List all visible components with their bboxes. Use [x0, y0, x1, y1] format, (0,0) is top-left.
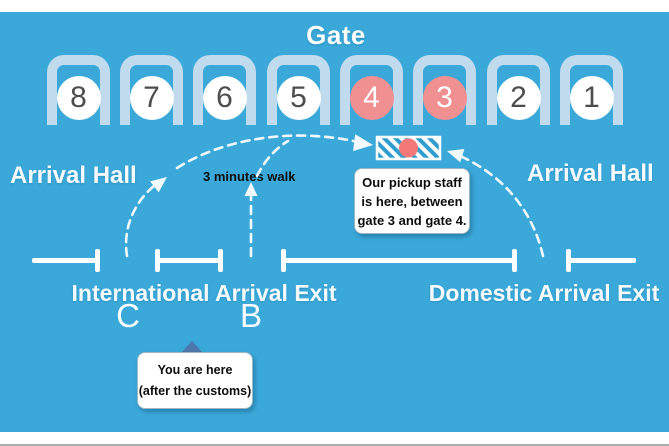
international-arrival-exit-label: International Arrival Exit [71, 280, 337, 306]
pickup-staff-callout: Our pickup staff is here, between gate 3… [354, 168, 470, 234]
barrier-wall [32, 258, 98, 263]
gate-4-highlighted: 4 [340, 55, 403, 125]
gate-number-badge: 7 [129, 76, 174, 120]
you-are-here-line: (after the customs) [138, 384, 252, 398]
barrier-wall [568, 258, 636, 263]
gate-5: 5 [267, 55, 330, 125]
exit-c-label: C [116, 297, 140, 334]
arrival-hall-label-left: Arrival Hall [10, 162, 137, 189]
barrier-wall [283, 258, 515, 263]
gate-arch-icon [267, 55, 330, 125]
diagram-background [0, 12, 669, 432]
gate-arch-icon [413, 55, 476, 125]
gate-number-badge: 6 [202, 76, 247, 120]
walk-time-note: 3 minutes walk [203, 169, 296, 184]
gate-number-badge: 1 [569, 76, 614, 120]
gate-3-highlighted: 3 [413, 55, 476, 125]
gate-arch-icon [193, 55, 256, 125]
gate-number-badge: 3 [422, 76, 467, 120]
image-bottom-edge [0, 444, 669, 446]
pickup-callout-line: gate 3 and gate 4. [357, 213, 467, 228]
gate-number-badge: 8 [56, 76, 101, 120]
barrier-wall [157, 258, 221, 263]
gate-arch-icon [487, 55, 550, 125]
barrier-cap [95, 249, 100, 272]
gate-6: 6 [193, 55, 256, 125]
arrival-hall-label-right: Arrival Hall [527, 160, 654, 187]
gate-arch-icon [340, 55, 403, 125]
pickup-callout-line: Our pickup staff [362, 175, 462, 190]
gate-title: Gate [306, 20, 366, 50]
gate-1: 1 [560, 55, 623, 125]
gate-number-badge: 2 [496, 76, 541, 120]
gate-number-badge: 5 [276, 76, 321, 120]
pickup-callout-line: is here, between [361, 194, 463, 209]
gate-7: 7 [120, 55, 183, 125]
gate-arch-icon [120, 55, 183, 125]
gate-2: 2 [487, 55, 550, 125]
domestic-arrival-exit-label: Domestic Arrival Exit [428, 280, 660, 306]
you-are-here-callout: You are here (after the customs) [137, 352, 253, 409]
gate-8: 8 [47, 55, 110, 125]
exit-b-label: B [239, 297, 263, 334]
gate-arch-icon [47, 55, 110, 125]
gate-number-badge: 4 [349, 76, 394, 120]
callout-pointer-icon [181, 341, 203, 353]
barrier-cap [512, 249, 517, 272]
you-are-here-line: You are here [157, 363, 233, 377]
barrier-cap [218, 249, 223, 272]
gate-arch-icon [560, 55, 623, 125]
